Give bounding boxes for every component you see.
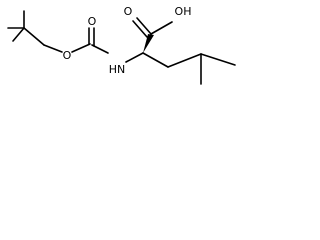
bond-side-chain-branch (167, 53, 202, 68)
bond-nitrogen-alpha-carbon (125, 52, 144, 63)
chemical-structure: O O HN O OH (7, 5, 236, 85)
atom-label-amide-nitrogen: HN (109, 63, 126, 76)
alpha-carbon-group (125, 34, 169, 68)
atom-label-ester-oxygen: O (63, 49, 72, 62)
bond-branch-methyl-up (200, 53, 236, 66)
bond-carbonyl-nitrogen (91, 44, 109, 54)
boc-carbonyl-group (71, 27, 109, 54)
bond-tbutyl-ester-oxygen (43, 44, 63, 53)
atom-label-boc-carbonyl-oxygen: O (88, 15, 97, 28)
atom-label-acid-carbonyl-oxygen: O (124, 5, 133, 18)
bond-tbutyl-methyl-lower (12, 27, 25, 42)
atom-label-hydroxyl: OH (175, 5, 192, 18)
bond-tbutyl-carbon (23, 27, 45, 46)
bond-acid-carbon-hydroxyl (150, 21, 173, 35)
bond-acid-carbonyl-double-1 (136, 17, 152, 35)
stereo-wedge-bond (143, 34, 154, 53)
carboxylic-acid-group (132, 17, 173, 38)
bond-ester-oxygen-carbonyl (71, 43, 91, 53)
isobutyl-side-chain (167, 53, 236, 85)
bond-alpha-carbon-side-chain (142, 52, 169, 68)
tert-butyl-group (7, 10, 63, 53)
bond-acid-carbonyl-double-2 (132, 20, 148, 38)
